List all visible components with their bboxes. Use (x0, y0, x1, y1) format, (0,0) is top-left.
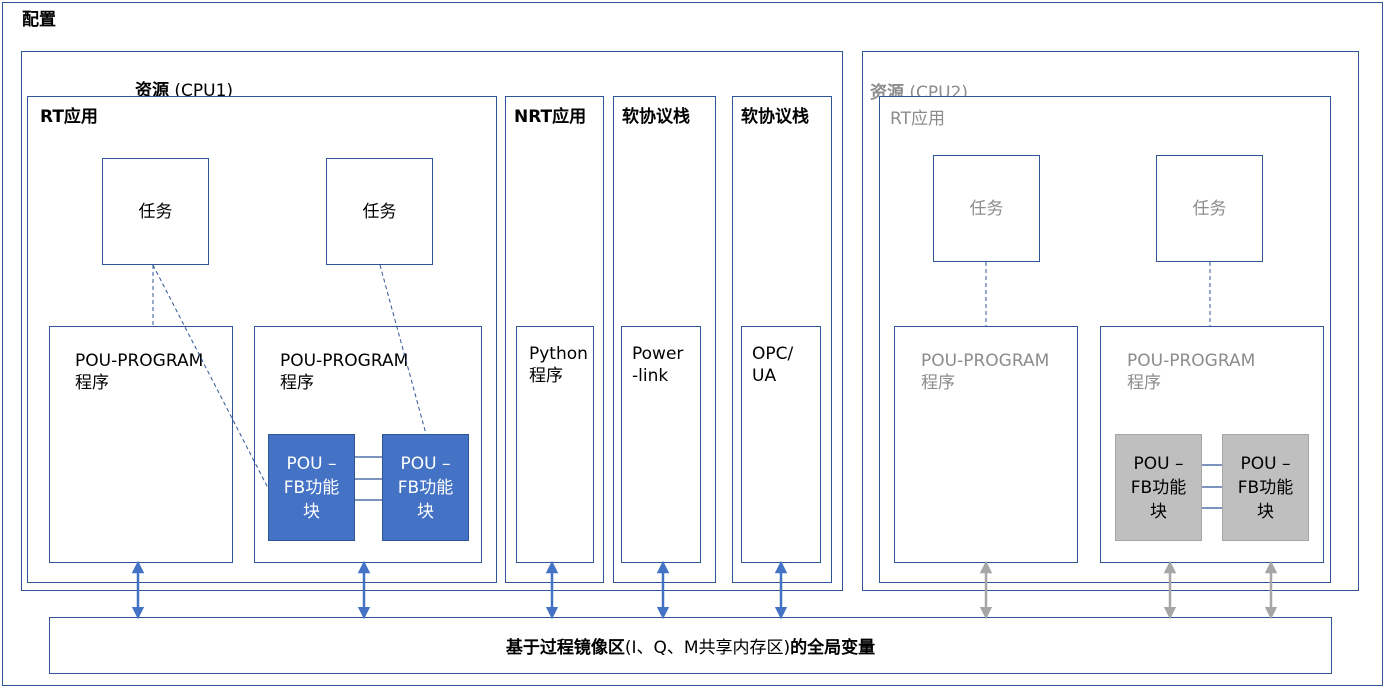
task-link-2-fb (379, 264, 427, 435)
powerlink-label: Power -link (632, 344, 684, 386)
configuration-title: 配置 (22, 10, 56, 30)
global-variables-text-c: 的全局变量 (790, 638, 876, 658)
pou-program-label-3: POU-PROGRAM 程序 (921, 351, 1050, 393)
pou-fb-block-2: POU – FB功能 块 (382, 434, 469, 541)
pou-program-label-1: POU-PROGRAM 程序 (75, 351, 204, 393)
global-variables-text-a: 基于过程镜像区 (505, 638, 625, 658)
pou-fb-block-3: POU – FB功能 块 (1115, 434, 1202, 541)
powerlink-box (621, 326, 701, 563)
python-program-box (516, 326, 594, 563)
task-link-1-fb (152, 264, 269, 489)
nrt-app-title: NRT应用 (514, 107, 587, 127)
pou-fb-block-4: POU – FB功能 块 (1222, 434, 1309, 541)
task-box-2: 任务 (326, 158, 433, 265)
rt-app-cpu1-title: RT应用 (40, 107, 98, 127)
opcua-box (741, 326, 821, 563)
pou-program-label-2: POU-PROGRAM 程序 (280, 351, 409, 393)
task-box-3: 任务 (933, 155, 1040, 262)
task-box-4: 任务 (1156, 155, 1263, 262)
soft-stack-title-2: 软协议栈 (741, 107, 809, 127)
pou-program-box-1 (49, 326, 233, 563)
global-variables-text-b: (I、Q、M共享内存区) (624, 638, 791, 658)
python-program-label: Python 程序 (529, 344, 588, 386)
fb-link-lines-1 (355, 456, 382, 501)
opcua-label: OPC/ UA (752, 344, 794, 386)
global-variables-bar: 基于过程镜像区(I、Q、M共享内存区)的全局变量 (49, 617, 1332, 674)
pou-program-box-3 (894, 326, 1078, 563)
pou-program-label-4: POU-PROGRAM 程序 (1127, 351, 1256, 393)
rt-app-cpu2-title: RT应用 (890, 109, 945, 129)
soft-stack-title-1: 软协议栈 (622, 107, 690, 127)
task-box-1: 任务 (102, 158, 209, 265)
pou-fb-block-1: POU – FB功能 块 (268, 434, 355, 541)
fb-link-lines-2 (1202, 464, 1222, 509)
